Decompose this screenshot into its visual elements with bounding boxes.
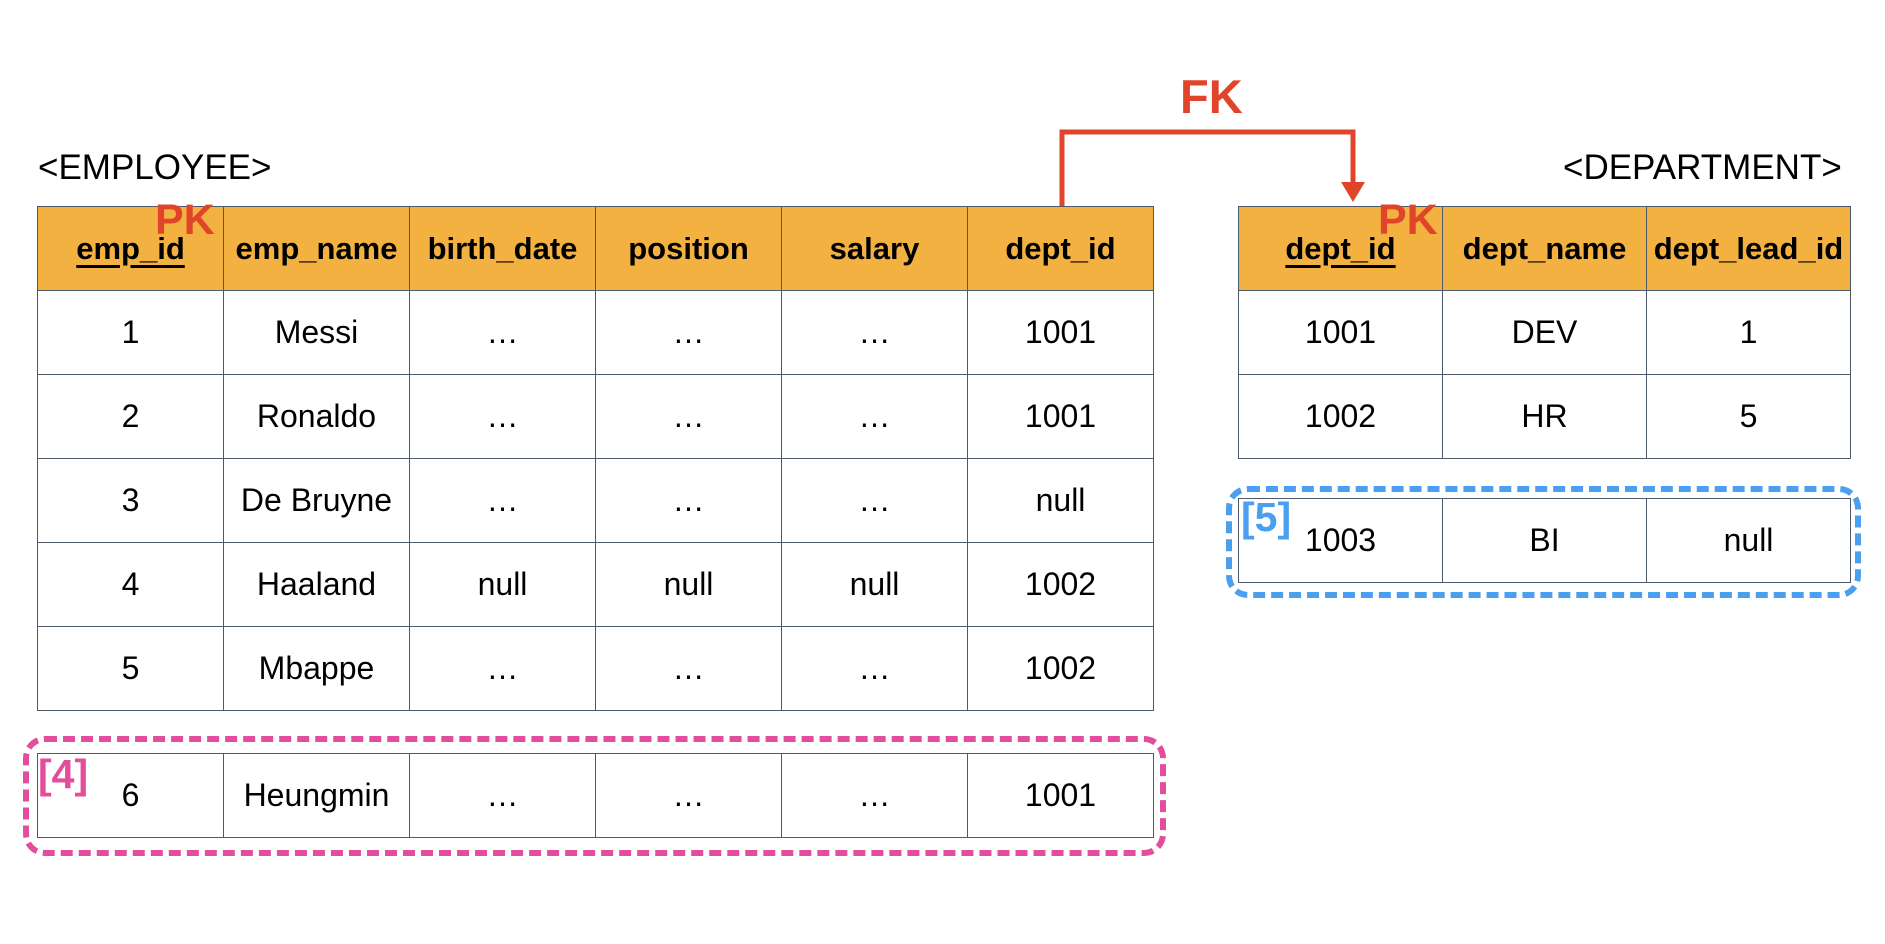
table-row: 1003 BI null <box>1238 498 1851 583</box>
table-cell: … <box>781 753 968 838</box>
table-cell: … <box>781 290 968 375</box>
table-row: 6 Heungmin … … … 1001 <box>37 753 1154 838</box>
employee-table: emp_id emp_name birth_date position sala… <box>37 206 1154 711</box>
table-cell: Heungmin <box>223 753 410 838</box>
table-cell: … <box>595 753 782 838</box>
table-cell: … <box>409 626 596 711</box>
department-table: dept_id dept_name dept_lead_id 1001 DEV … <box>1238 206 1851 459</box>
department-new-row-tag: [5] <box>1241 494 1292 540</box>
department-new-row-highlight <box>1226 486 1861 598</box>
table-cell: … <box>595 626 782 711</box>
table-cell: 1 <box>37 290 224 375</box>
table-cell: 1001 <box>967 374 1154 459</box>
table-cell: … <box>595 374 782 459</box>
department-new-row-table: 1003 BI null <box>1238 498 1851 583</box>
table-cell: … <box>595 290 782 375</box>
table-cell: Mbappe <box>223 626 410 711</box>
table-row: 4 Haaland null null null 1002 <box>37 542 1154 627</box>
table-cell: null <box>781 542 968 627</box>
table-cell: … <box>781 458 968 543</box>
col-header-emp-id: emp_id <box>37 206 224 291</box>
table-row: 3 De Bruyne … … … null <box>37 458 1154 543</box>
table-cell: 5 <box>1646 374 1851 459</box>
table-cell: Haaland <box>223 542 410 627</box>
table-cell: BI <box>1442 498 1647 583</box>
table-cell: … <box>409 458 596 543</box>
col-header-birth-date: birth_date <box>409 206 596 291</box>
employee-header-row: emp_id emp_name birth_date position sala… <box>37 206 1154 291</box>
table-cell: 5 <box>37 626 224 711</box>
table-row: 2 Ronaldo … … … 1001 <box>37 374 1154 459</box>
table-cell: null <box>1646 498 1851 583</box>
table-cell: 1001 <box>967 753 1154 838</box>
fk-label: FK <box>1180 70 1243 123</box>
table-cell: 1002 <box>1238 374 1443 459</box>
employee-new-row-highlight <box>23 736 1166 856</box>
table-row: 5 Mbappe … … … 1002 <box>37 626 1154 711</box>
table-cell: 1 <box>1646 290 1851 375</box>
col-header-emp-name: emp_name <box>223 206 410 291</box>
table-cell: Messi <box>223 290 410 375</box>
table-cell: HR <box>1442 374 1647 459</box>
table-cell: … <box>409 753 596 838</box>
table-cell: … <box>409 374 596 459</box>
table-cell: null <box>595 542 782 627</box>
col-header-dept-name: dept_name <box>1442 206 1647 291</box>
table-cell: 2 <box>37 374 224 459</box>
table-cell: DEV <box>1442 290 1647 375</box>
table-row: 1001 DEV 1 <box>1238 290 1851 375</box>
table-cell: 1003 <box>1238 498 1443 583</box>
table-cell: De Bruyne <box>223 458 410 543</box>
employee-new-row-tag: [4] <box>38 751 89 797</box>
table-cell: 6 <box>37 753 224 838</box>
col-header-dept-id: dept_id <box>1238 206 1443 291</box>
table-cell: … <box>781 626 968 711</box>
table-cell: 1002 <box>967 542 1154 627</box>
table-cell: 3 <box>37 458 224 543</box>
table-row: 1002 HR 5 <box>1238 374 1851 459</box>
col-header-salary: salary <box>781 206 968 291</box>
department-caption: <DEPARTMENT> <box>1563 148 1842 187</box>
table-cell: … <box>781 374 968 459</box>
table-cell: 1001 <box>967 290 1154 375</box>
department-pk-label: PK <box>1378 196 1438 244</box>
col-header-position: position <box>595 206 782 291</box>
table-cell: Ronaldo <box>223 374 410 459</box>
employee-pk-label: PK <box>155 196 215 244</box>
table-cell: 4 <box>37 542 224 627</box>
table-cell: 1002 <box>967 626 1154 711</box>
table-cell: 1001 <box>1238 290 1443 375</box>
table-cell: null <box>967 458 1154 543</box>
table-cell: … <box>595 458 782 543</box>
col-header-dept-id: dept_id <box>967 206 1154 291</box>
table-cell: … <box>409 290 596 375</box>
table-row: 1 Messi … … … 1001 <box>37 290 1154 375</box>
department-header-row: dept_id dept_name dept_lead_id <box>1238 206 1851 291</box>
table-cell: null <box>409 542 596 627</box>
employee-new-row-table: 6 Heungmin … … … 1001 <box>37 753 1154 838</box>
col-header-dept-lead-id: dept_lead_id <box>1646 206 1851 291</box>
employee-caption: <EMPLOYEE> <box>38 148 272 187</box>
